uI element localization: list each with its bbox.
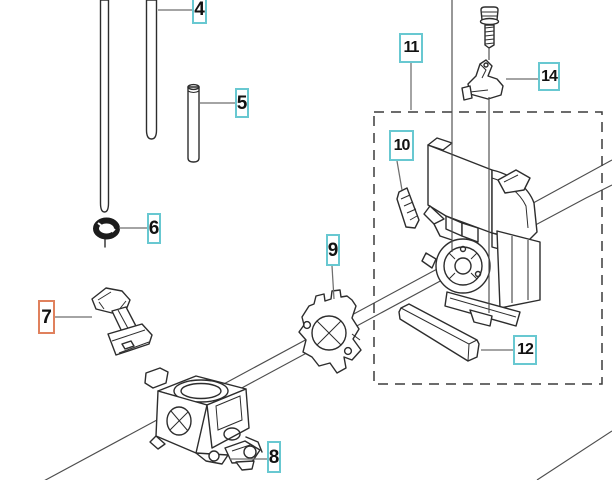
filter-bar-part-12 xyxy=(398,303,480,362)
part-callout-7[interactable]: 7 xyxy=(38,300,55,334)
part-callout-9[interactable]: 9 xyxy=(326,234,340,266)
leader-line-9 xyxy=(331,265,335,300)
assembly-lines xyxy=(451,0,490,313)
carburetor-part-8 xyxy=(144,367,263,471)
dashed-region xyxy=(373,111,603,385)
part-callout-14[interactable]: 14 xyxy=(538,62,560,91)
part-callout-12[interactable]: 12 xyxy=(513,335,537,365)
part-callout-11[interactable]: 11 xyxy=(399,33,423,63)
part-callout-5[interactable]: 5 xyxy=(235,88,249,118)
part-callout-6[interactable]: 6 xyxy=(147,213,161,244)
oring-part-6 xyxy=(93,217,120,240)
part-callout-4[interactable]: 4 xyxy=(192,0,207,24)
gasket-part-9 xyxy=(298,289,362,374)
tube-part-5 xyxy=(187,83,200,163)
part-callout-8[interactable]: 8 xyxy=(267,441,281,473)
part-callout-10[interactable]: 10 xyxy=(389,130,414,161)
airbox-cover-part-11 xyxy=(423,137,538,253)
leader-lines xyxy=(55,9,538,460)
bracket-part-14 xyxy=(461,59,504,101)
latch-part-10 xyxy=(396,187,420,229)
choke-lever-part-7 xyxy=(91,287,153,356)
leader-line-10 xyxy=(396,160,403,191)
screw-part-14 xyxy=(479,6,500,49)
throttle-rod-long xyxy=(99,0,110,248)
rod-part-4 xyxy=(145,0,158,140)
engine-assembly xyxy=(421,230,541,327)
